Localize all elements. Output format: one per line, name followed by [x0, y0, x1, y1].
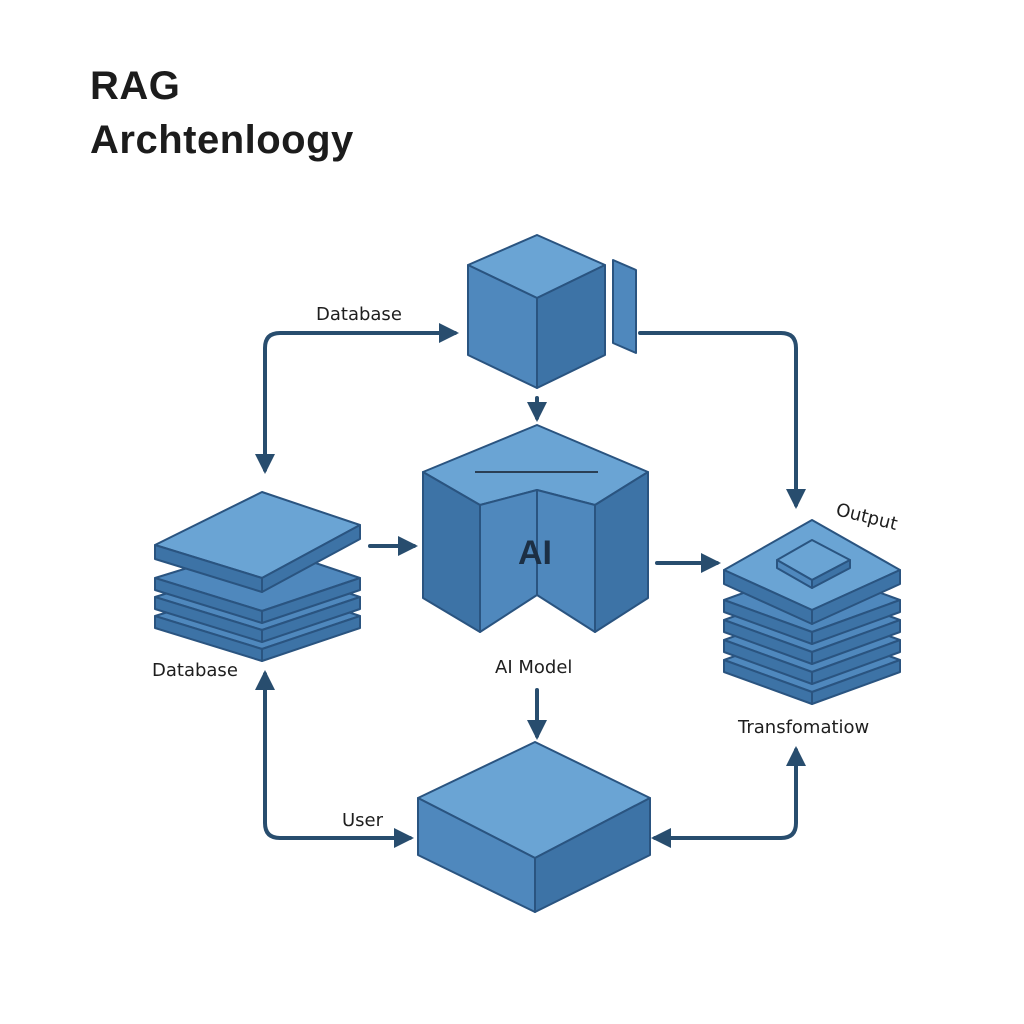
label-database-left: Database [152, 660, 238, 681]
label-ai-model: AI Model [495, 657, 572, 678]
output-stack-right [723, 519, 901, 705]
database-stack-left [154, 491, 361, 662]
arrow-database-to-top-cube [255, 323, 459, 474]
label-database-top: Database [316, 304, 402, 325]
top-cube [467, 234, 606, 389]
user-block [417, 741, 651, 913]
arrow-user-block-to-transformation [651, 746, 806, 848]
arrow-top-cube-to-output [638, 331, 806, 509]
top-cube-side-panel [612, 259, 637, 354]
title-line-2: Archtenloogy [90, 118, 354, 162]
label-transformation: Transfomatiow [737, 717, 869, 738]
ai-core-block [422, 424, 649, 633]
label-output: Output [834, 499, 900, 535]
arrow-user-to-database [255, 670, 414, 848]
label-user: User [342, 810, 384, 831]
ai-core-label: AI [518, 534, 552, 572]
title-line-1: RAG [90, 64, 181, 108]
